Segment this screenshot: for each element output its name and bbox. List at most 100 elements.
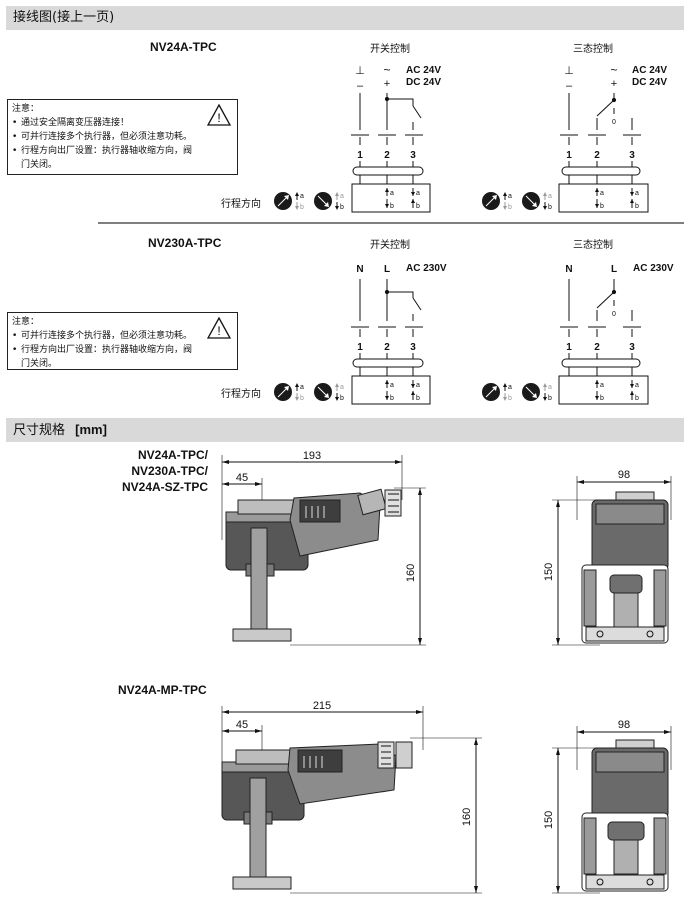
notice-item: 可并行连接多个执行器，但必须注意功耗。 xyxy=(12,130,197,144)
sym-minus: – xyxy=(357,80,364,92)
dim-offset-45: 45 xyxy=(236,472,248,484)
terminal-3: 3 xyxy=(410,150,416,161)
letter-a: a xyxy=(600,382,604,389)
notice-item: 可并行连接多个执行器，但必须注意功耗。 xyxy=(12,329,197,343)
letter-a: a xyxy=(548,193,552,200)
dimensions-unit: [mm] xyxy=(75,422,107,437)
terminal-3: 3 xyxy=(629,342,635,353)
wiring-diagram-tristate-230v: N L AC 230V 0 xyxy=(560,263,674,337)
model-nv230a-tpc: NV230A-TPC xyxy=(148,236,222,250)
letter-b: b xyxy=(340,204,344,211)
dimension-models-group-1: NV24A-TPC/ NV230A-TPC/ NV24A-SZ-TPC xyxy=(100,447,208,495)
cable-3 xyxy=(352,353,424,376)
open-contact-0: 0 xyxy=(612,311,616,318)
supply-ac24: AC 24V xyxy=(406,65,441,76)
dim-height-160: 160 xyxy=(405,564,417,582)
letter-b: b xyxy=(600,203,604,210)
terminal-2: 2 xyxy=(594,150,600,161)
letter-b: b xyxy=(635,203,639,210)
cable-1 xyxy=(352,161,424,184)
letter-b: b xyxy=(548,204,552,211)
letter-b: b xyxy=(635,395,639,402)
letter-b: b xyxy=(300,204,304,211)
dimensions-section-title: 尺寸规格 xyxy=(13,423,66,438)
sym-l: L xyxy=(611,264,617,275)
letter-a: a xyxy=(548,384,552,391)
dimension-drawing-side-1: 193 45 160 xyxy=(221,450,426,646)
switch-control-label-1: 开关控制 xyxy=(370,44,410,55)
dim-length-193: 193 xyxy=(303,450,321,462)
warning-icon: ! xyxy=(207,104,231,126)
stroke-direction-label-1: 行程方向 xyxy=(221,199,261,210)
letter-a: a xyxy=(600,190,604,197)
model-name: NV230A-TPC/ xyxy=(131,464,208,478)
supply-ac230: AC 230V xyxy=(633,263,674,274)
terminal-2: 2 xyxy=(594,342,600,353)
terminal-3: 3 xyxy=(410,342,416,353)
direction-arrow: ab xyxy=(630,188,639,210)
rotation-dial-icon: ab xyxy=(522,383,552,402)
rotation-dial-icon: ab xyxy=(522,192,552,211)
cable-4 xyxy=(561,353,641,376)
sym-ground: ⊥ xyxy=(564,65,574,77)
direction-arrow: ab xyxy=(385,380,394,402)
terminal-1: 1 xyxy=(566,342,572,353)
rotation-dial-icon: ab xyxy=(274,383,304,402)
rotation-dial-icon: ab xyxy=(482,192,512,211)
model-name: NV24A-SZ-TPC xyxy=(121,480,208,494)
dimension-drawing-side-2: 215 45 160 xyxy=(221,700,482,894)
actuator-box-2 xyxy=(558,183,649,213)
letter-a: a xyxy=(508,384,512,391)
letter-a: a xyxy=(300,193,304,200)
letter-a: a xyxy=(340,193,344,200)
model-nv24a-tpc: NV24A-TPC xyxy=(150,40,217,54)
supply-dc24: DC 24V xyxy=(632,77,667,88)
terminal-2: 2 xyxy=(384,342,390,353)
rotation-dial-icon: ab xyxy=(482,383,512,402)
dim-depth-150: 150 xyxy=(543,563,555,581)
terminal-1: 1 xyxy=(357,150,363,161)
actuator-box-4 xyxy=(558,375,649,405)
terminal-3: 3 xyxy=(629,150,635,161)
notice-item: 行程方向出厂设置：执行器轴收缩方向，阀门关闭。 xyxy=(12,343,197,371)
rotation-dial-icon: ab xyxy=(314,192,344,211)
letter-a: a xyxy=(508,193,512,200)
notice-box-1: 注意： 通过安全隔离变压器连接！ 可并行连接多个执行器，但必须注意功耗。 行程方… xyxy=(7,99,238,175)
direction-arrow: ab xyxy=(411,380,420,402)
letter-b: b xyxy=(300,395,304,402)
tristate-control-label-2: 三态控制 xyxy=(573,240,613,251)
actuator-box-1 xyxy=(351,183,431,213)
wiring-section-title: 接线图(接上一页) xyxy=(13,10,115,25)
notice-title-2: 注意： xyxy=(12,317,40,327)
dim-offset-45: 45 xyxy=(236,719,248,731)
terminal-1: 1 xyxy=(357,342,363,353)
rotation-dial-icon: ab xyxy=(274,192,304,211)
dimension-drawing-front-2: 98 150 xyxy=(543,719,672,894)
model-name: NV24A-TPC/ xyxy=(137,448,208,462)
wiring-diagram-tristate-24v: ⊥ – ~ + AC 24V DC 24V 0 xyxy=(560,63,667,145)
letter-b: b xyxy=(600,395,604,402)
sym-ground: ⊥ xyxy=(355,65,365,77)
wiring-diagram-switch-230v: N L AC 230V xyxy=(351,263,447,337)
letter-b: b xyxy=(548,395,552,402)
stroke-direction-label-2: 行程方向 xyxy=(221,389,261,400)
open-contact-0: 0 xyxy=(612,119,616,126)
dim-width-98: 98 xyxy=(618,719,630,731)
svg-text:!: ! xyxy=(217,324,220,338)
letter-a: a xyxy=(390,190,394,197)
sym-minus: – xyxy=(566,80,573,92)
rotation-dial-icon: ab xyxy=(314,383,344,402)
sym-tilde: ~ xyxy=(383,63,390,77)
letter-b: b xyxy=(416,203,420,210)
dimensions-section-header: 尺寸规格 [mm] xyxy=(6,418,684,442)
terminal-labels-1: 1 2 3 xyxy=(357,150,416,161)
letter-b: b xyxy=(508,204,512,211)
direction-arrow: ab xyxy=(630,380,639,402)
letter-b: b xyxy=(416,395,420,402)
dim-height-160: 160 xyxy=(461,808,473,826)
letter-a: a xyxy=(340,384,344,391)
dim-depth-150: 150 xyxy=(543,811,555,829)
